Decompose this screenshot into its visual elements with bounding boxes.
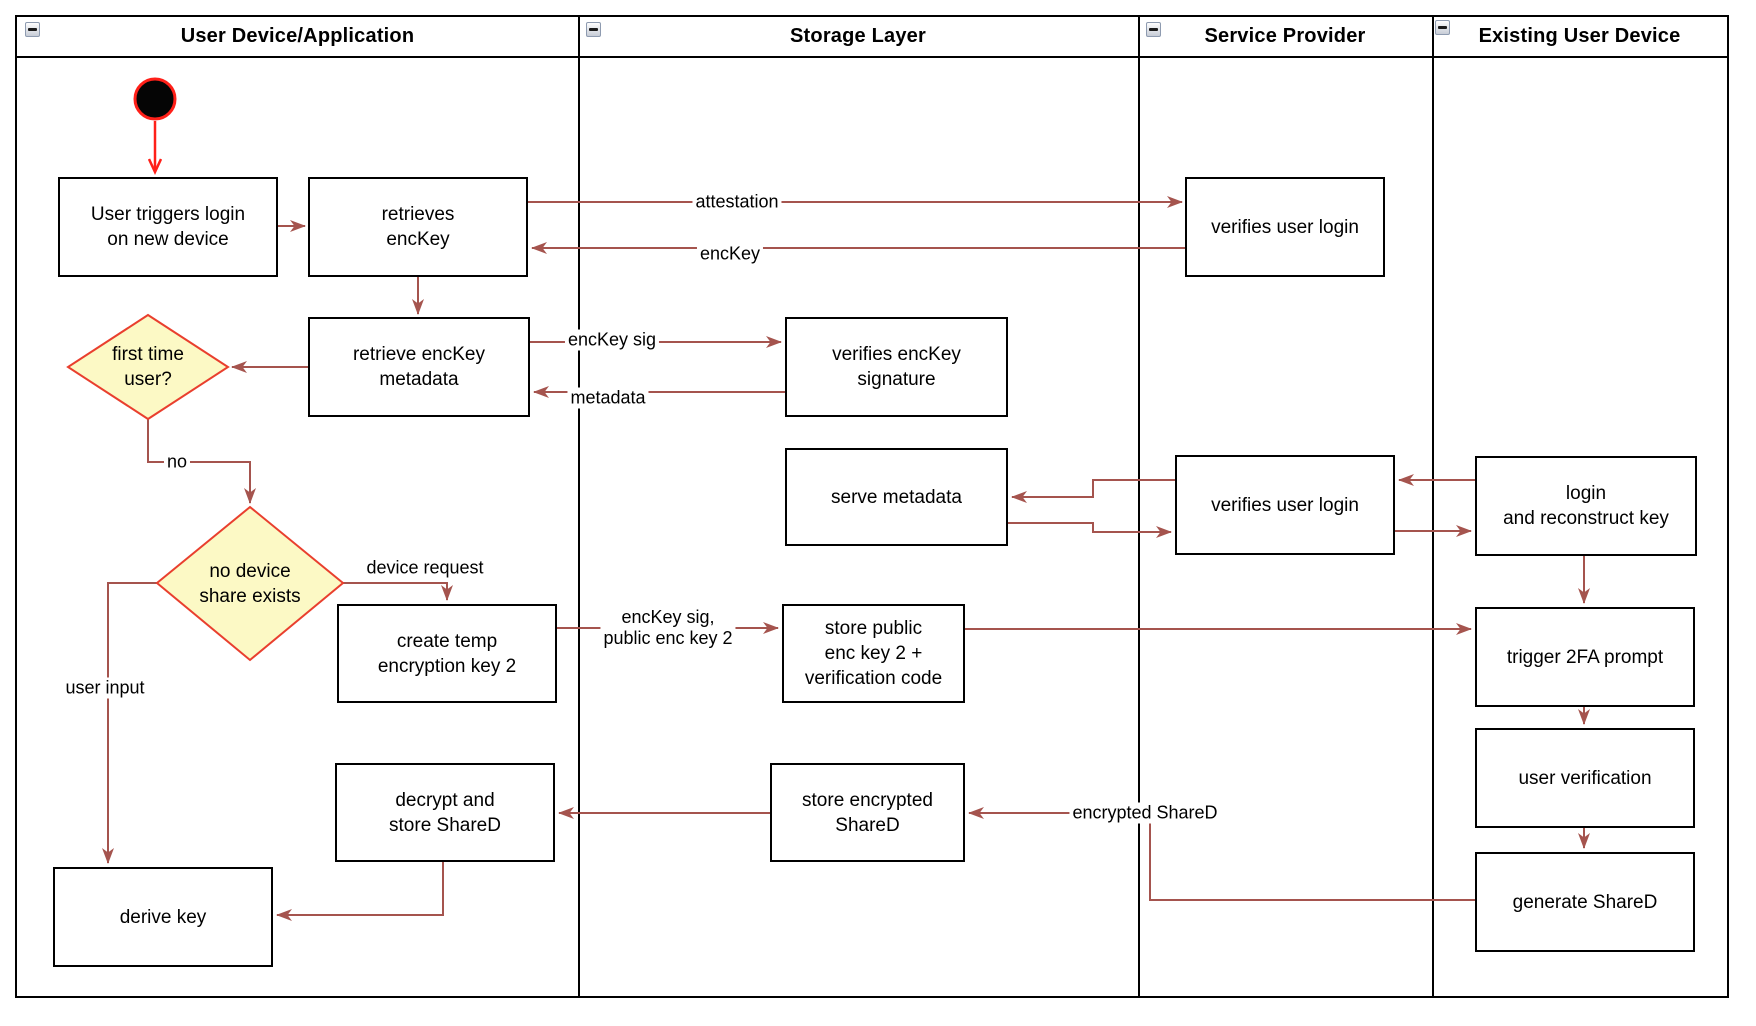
lane-header-user-device: User Device/Application	[17, 17, 578, 56]
minus-icon[interactable]	[586, 22, 601, 37]
node-derive-key: derive key	[53, 867, 273, 967]
minus-bar	[1438, 26, 1447, 29]
lane-header-existing-device: Existing User Device	[1432, 17, 1727, 56]
header-divider	[15, 56, 1729, 58]
lane-divider-3	[1432, 15, 1434, 998]
node-store-public-key: store public enc key 2 + verification co…	[782, 604, 965, 703]
lane-title: Service Provider	[1204, 25, 1366, 47]
edge-label-metadata: metadata	[567, 387, 649, 409]
minus-bar	[28, 28, 37, 31]
node-login-reconstruct-key: login and reconstruct key	[1475, 456, 1697, 556]
node-verifies-user-login-2: verifies user login	[1175, 455, 1395, 555]
node-create-temp-key: create temp encryption key 2	[337, 604, 557, 703]
minus-icon[interactable]	[1146, 22, 1161, 37]
node-retrieves-enckey: retrieves encKey	[308, 177, 528, 277]
node-retrieve-enckey-metadata: retrieve encKey metadata	[308, 317, 530, 417]
node-decrypt-store-shared: decrypt and store ShareD	[335, 763, 555, 862]
minus-bar	[1149, 28, 1158, 31]
node-user-verification: user verification	[1475, 728, 1695, 828]
node-generate-shared: generate ShareD	[1475, 852, 1695, 952]
edge-label-attestation: attestation	[692, 191, 782, 213]
edge-label-enckey: encKey	[696, 243, 764, 265]
decision-no-device-share-label: no device share exists	[199, 561, 301, 607]
lane-title: User Device/Application	[180, 25, 415, 47]
edge-label-user-input: user input	[62, 677, 148, 699]
decision-first-time-user-label: first time user?	[112, 344, 184, 390]
node-store-encrypted-shared: store encrypted ShareD	[770, 763, 965, 862]
node-user-triggers-login: User triggers login on new device	[58, 177, 278, 277]
node-verifies-user-login-1: verifies user login	[1185, 177, 1385, 277]
lane-title: Existing User Device	[1478, 25, 1681, 47]
node-serve-metadata: serve metadata	[785, 448, 1008, 546]
lane-divider-1	[578, 15, 580, 998]
lane-title: Storage Layer	[790, 25, 926, 47]
lane-header-service-provider: Service Provider	[1138, 17, 1432, 56]
minus-icon[interactable]	[1435, 20, 1450, 35]
minus-icon[interactable]	[25, 22, 40, 37]
edge-label-no: no	[163, 451, 191, 473]
minus-bar	[589, 28, 598, 31]
node-trigger-2fa-prompt: trigger 2FA prompt	[1475, 607, 1695, 707]
edge-label-enckey-sig: encKey sig	[564, 329, 660, 351]
lane-divider-2	[1138, 15, 1140, 998]
edge-label-encrypted-shared: encrypted ShareD	[1069, 802, 1221, 824]
edge-label-enckey-sig-public: encKey sig, public enc key 2	[600, 607, 736, 649]
edge-label-device-request: device request	[363, 557, 487, 579]
node-verifies-enckey-signature: verifies encKey signature	[785, 317, 1008, 417]
lane-header-storage-layer: Storage Layer	[578, 17, 1138, 56]
diagram-frame	[15, 15, 1729, 998]
